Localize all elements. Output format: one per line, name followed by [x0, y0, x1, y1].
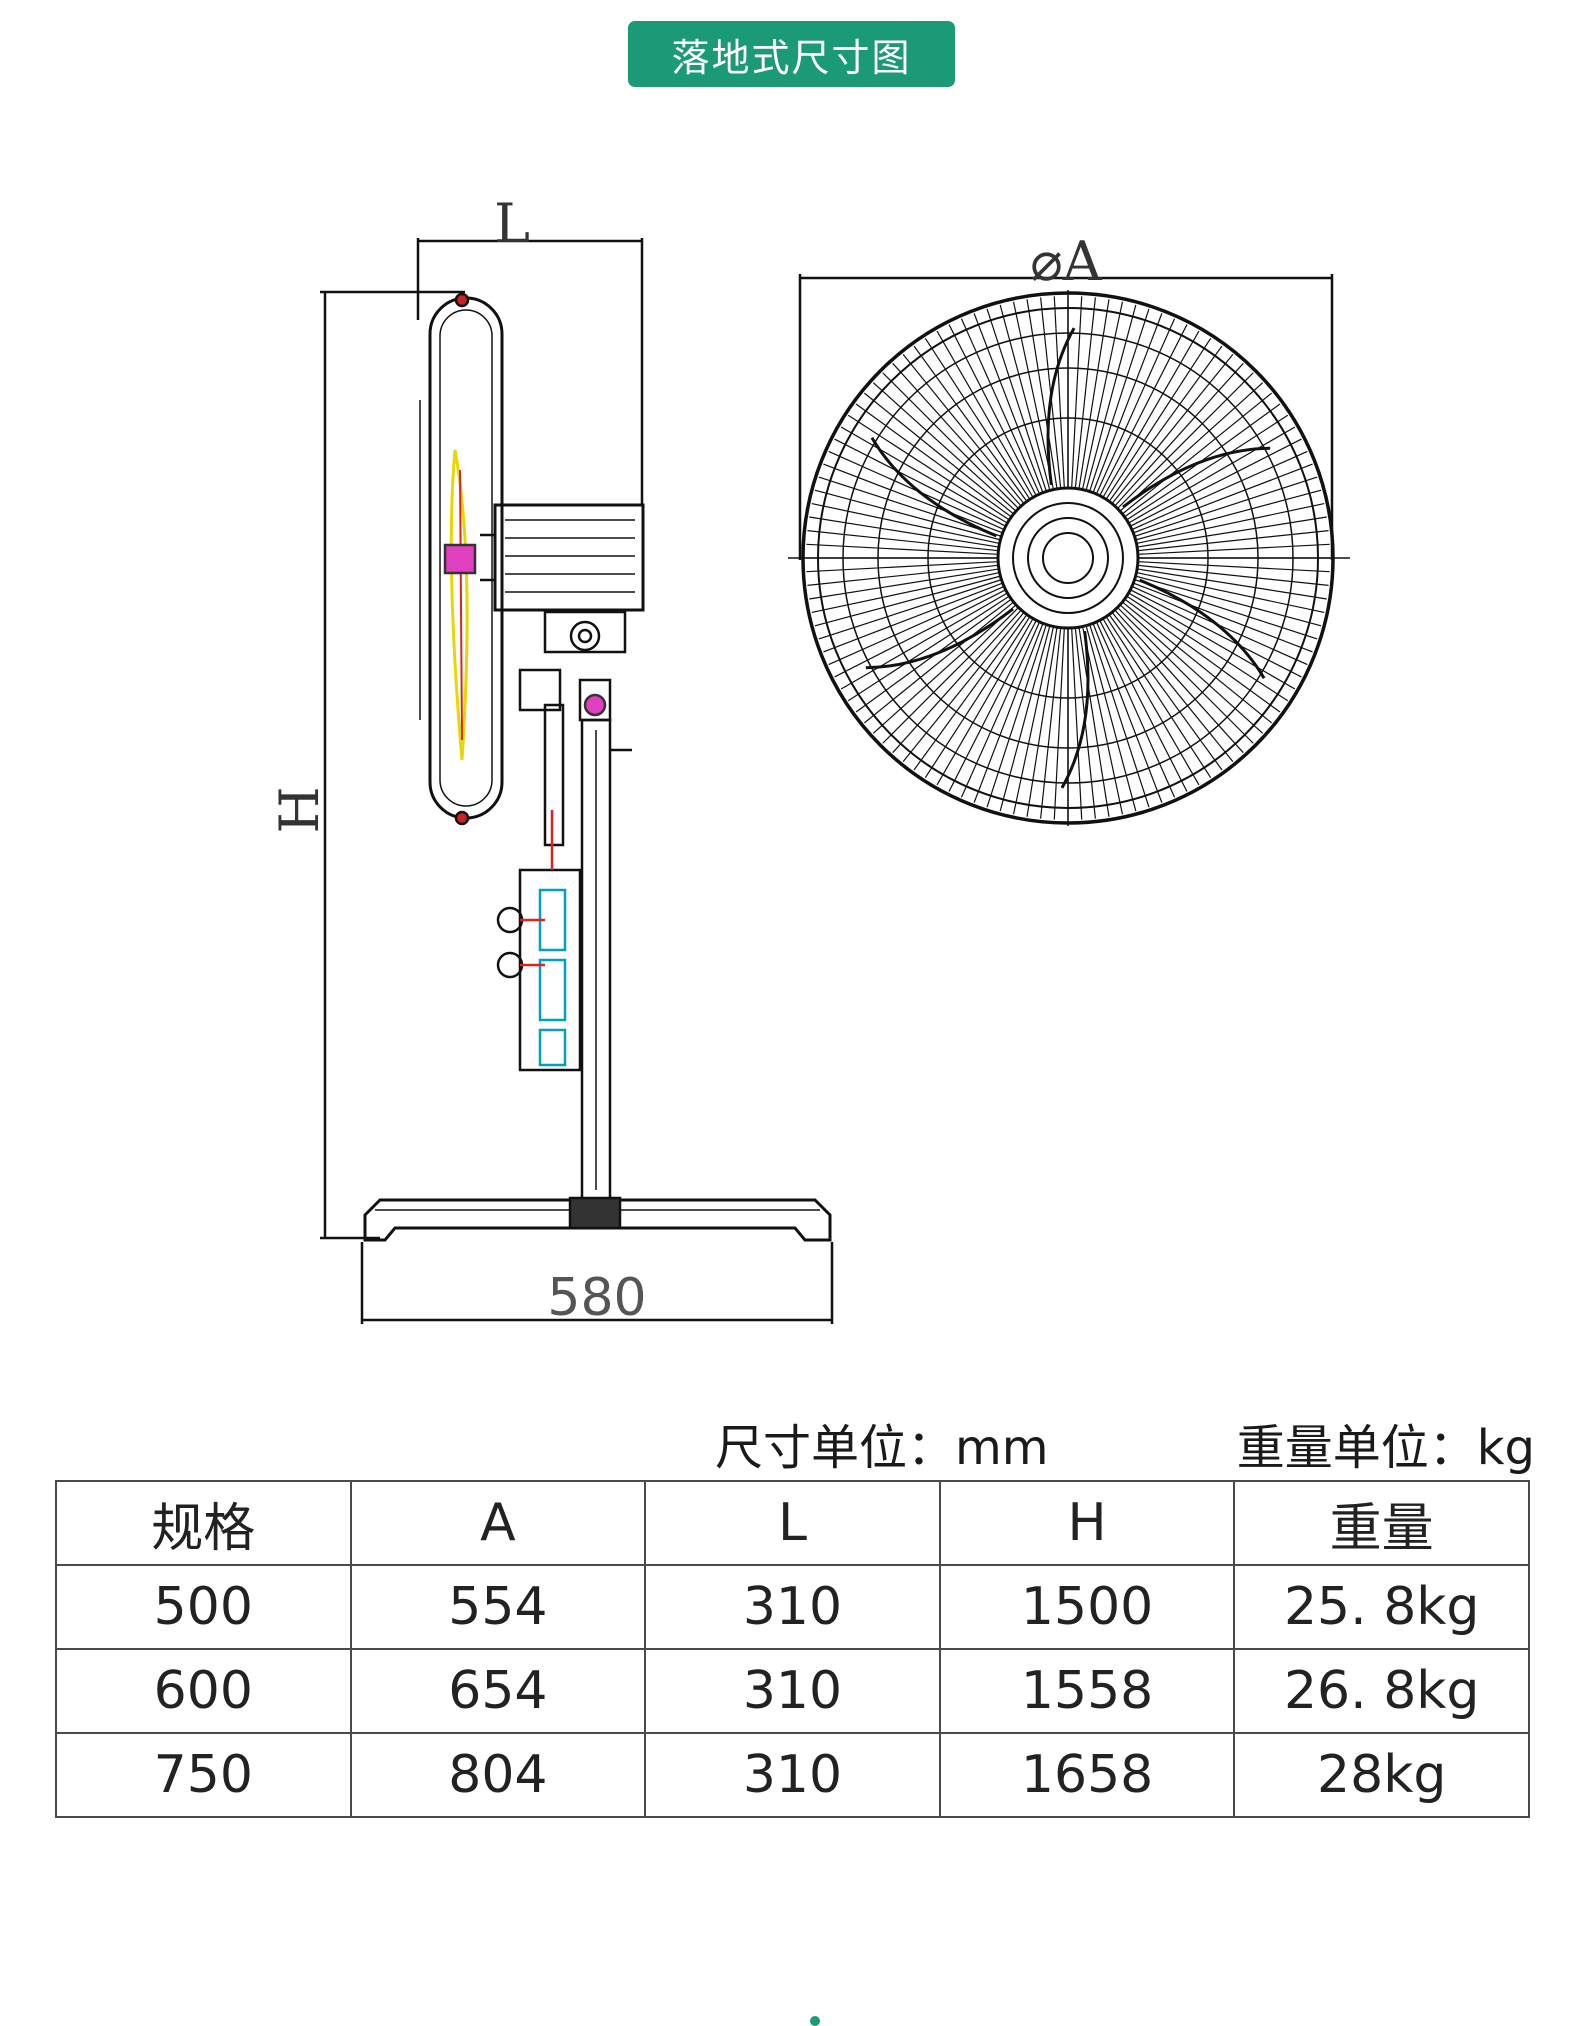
header-l: L [644, 1480, 941, 1566]
cell-model: 500 [55, 1564, 352, 1650]
dimension-label-l: L [494, 192, 530, 255]
cell-weight: 26. 8kg [1233, 1648, 1530, 1734]
cell-h: 1658 [938, 1732, 1236, 1818]
table-header-row: 规格 A L H 重量 [55, 1480, 1530, 1566]
table-row: 500 554 310 1500 25. 8kg [55, 1564, 1530, 1650]
header-weight: 重量 [1233, 1480, 1530, 1566]
cell-model: 750 [55, 1732, 352, 1818]
weight-unit-text: 重量单位：kg [1236, 1420, 1535, 1476]
cell-a: 554 [349, 1564, 647, 1650]
header-model: 规格 [55, 1480, 352, 1566]
page-title: 落地式尺寸图 [628, 21, 955, 87]
front-view-fan [788, 274, 1350, 826]
side-view-fan [320, 238, 834, 1324]
cell-a: 654 [349, 1648, 647, 1734]
cell-a: 804 [349, 1732, 647, 1818]
table-row: 750 804 310 1658 28kg [55, 1732, 1530, 1818]
cell-h: 1558 [938, 1648, 1236, 1734]
dimension-label-base: 580 [547, 1268, 646, 1328]
cell-l: 310 [644, 1648, 941, 1734]
cell-model: 600 [55, 1648, 352, 1734]
cell-l: 310 [644, 1732, 941, 1818]
size-unit-text: 尺寸单位：mm [715, 1420, 1049, 1476]
unit-legend: 尺寸单位：mm 重量单位：kg [715, 1408, 1535, 1476]
decorative-dot [810, 2016, 820, 2026]
table-row: 600 654 310 1558 26. 8kg [55, 1648, 1530, 1734]
fan-dimension-drawing: L ⌀A H 580 [268, 192, 1350, 1328]
cell-h: 1500 [938, 1564, 1236, 1650]
spec-table: 规格 A L H 重量 500 554 310 1500 25. 8kg 600… [55, 1480, 1530, 1818]
dimension-label-h: H [268, 786, 331, 833]
cell-weight: 28kg [1233, 1732, 1530, 1818]
cell-weight: 25. 8kg [1233, 1564, 1530, 1650]
dimension-label-a: ⌀A [1030, 230, 1103, 293]
header-a: A [349, 1480, 647, 1566]
cell-l: 310 [644, 1564, 941, 1650]
header-h: H [938, 1480, 1236, 1566]
